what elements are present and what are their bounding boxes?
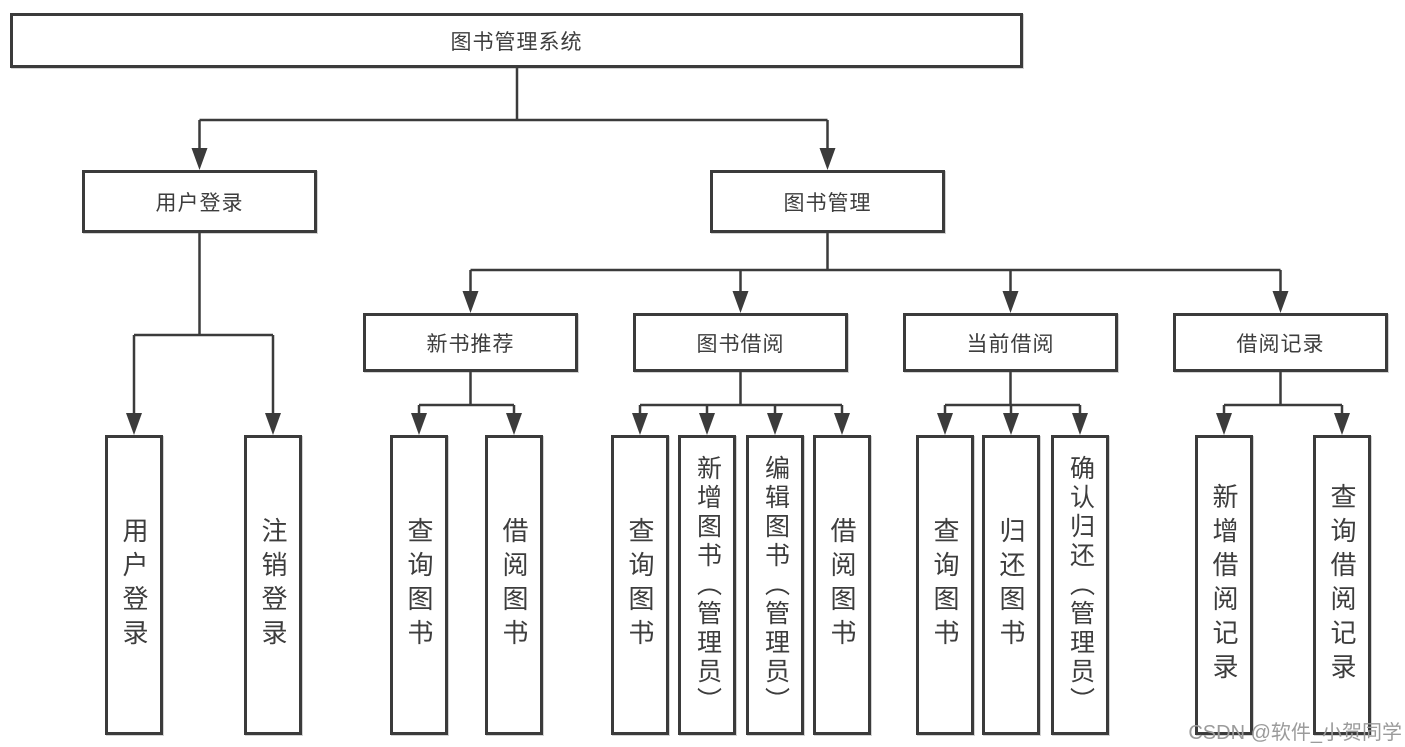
leaf-query-borrow-record: 查询借阅记录 bbox=[1313, 435, 1371, 735]
csdn-watermark: CSDN @软件_小贺同学 bbox=[1188, 722, 1402, 744]
node-book-borrow: 图书借阅 bbox=[633, 313, 848, 372]
leaf-query-books-borrow: 查询图书 bbox=[611, 435, 669, 735]
leaf-edit-books-admin: 编辑图书（管理员） bbox=[746, 435, 804, 735]
leaf-confirm-return-admin: 确认归还（管理员） bbox=[1051, 435, 1109, 735]
leaf-borrow-books: 借阅图书 bbox=[813, 435, 871, 735]
node-current-borrow: 当前借阅 bbox=[903, 313, 1118, 372]
leaf-borrow-books-recommend: 借阅图书 bbox=[485, 435, 543, 735]
node-new-book-recommend: 新书推荐 bbox=[363, 313, 578, 372]
leaf-return-books: 归还图书 bbox=[982, 435, 1040, 735]
leaf-add-books-admin: 新增图书（管理员） bbox=[678, 435, 736, 735]
node-root: 图书管理系统 bbox=[10, 13, 1023, 68]
leaf-logout: 注销登录 bbox=[244, 435, 302, 735]
node-user-login: 用户登录 bbox=[82, 170, 317, 233]
leaf-add-borrow-record: 新增借阅记录 bbox=[1195, 435, 1253, 735]
node-borrow-records: 借阅记录 bbox=[1173, 313, 1388, 372]
leaf-query-books-current: 查询图书 bbox=[916, 435, 974, 735]
leaf-query-books-recommend: 查询图书 bbox=[390, 435, 448, 735]
node-book-management: 图书管理 bbox=[710, 170, 945, 233]
leaf-user-login: 用户登录 bbox=[105, 435, 163, 735]
